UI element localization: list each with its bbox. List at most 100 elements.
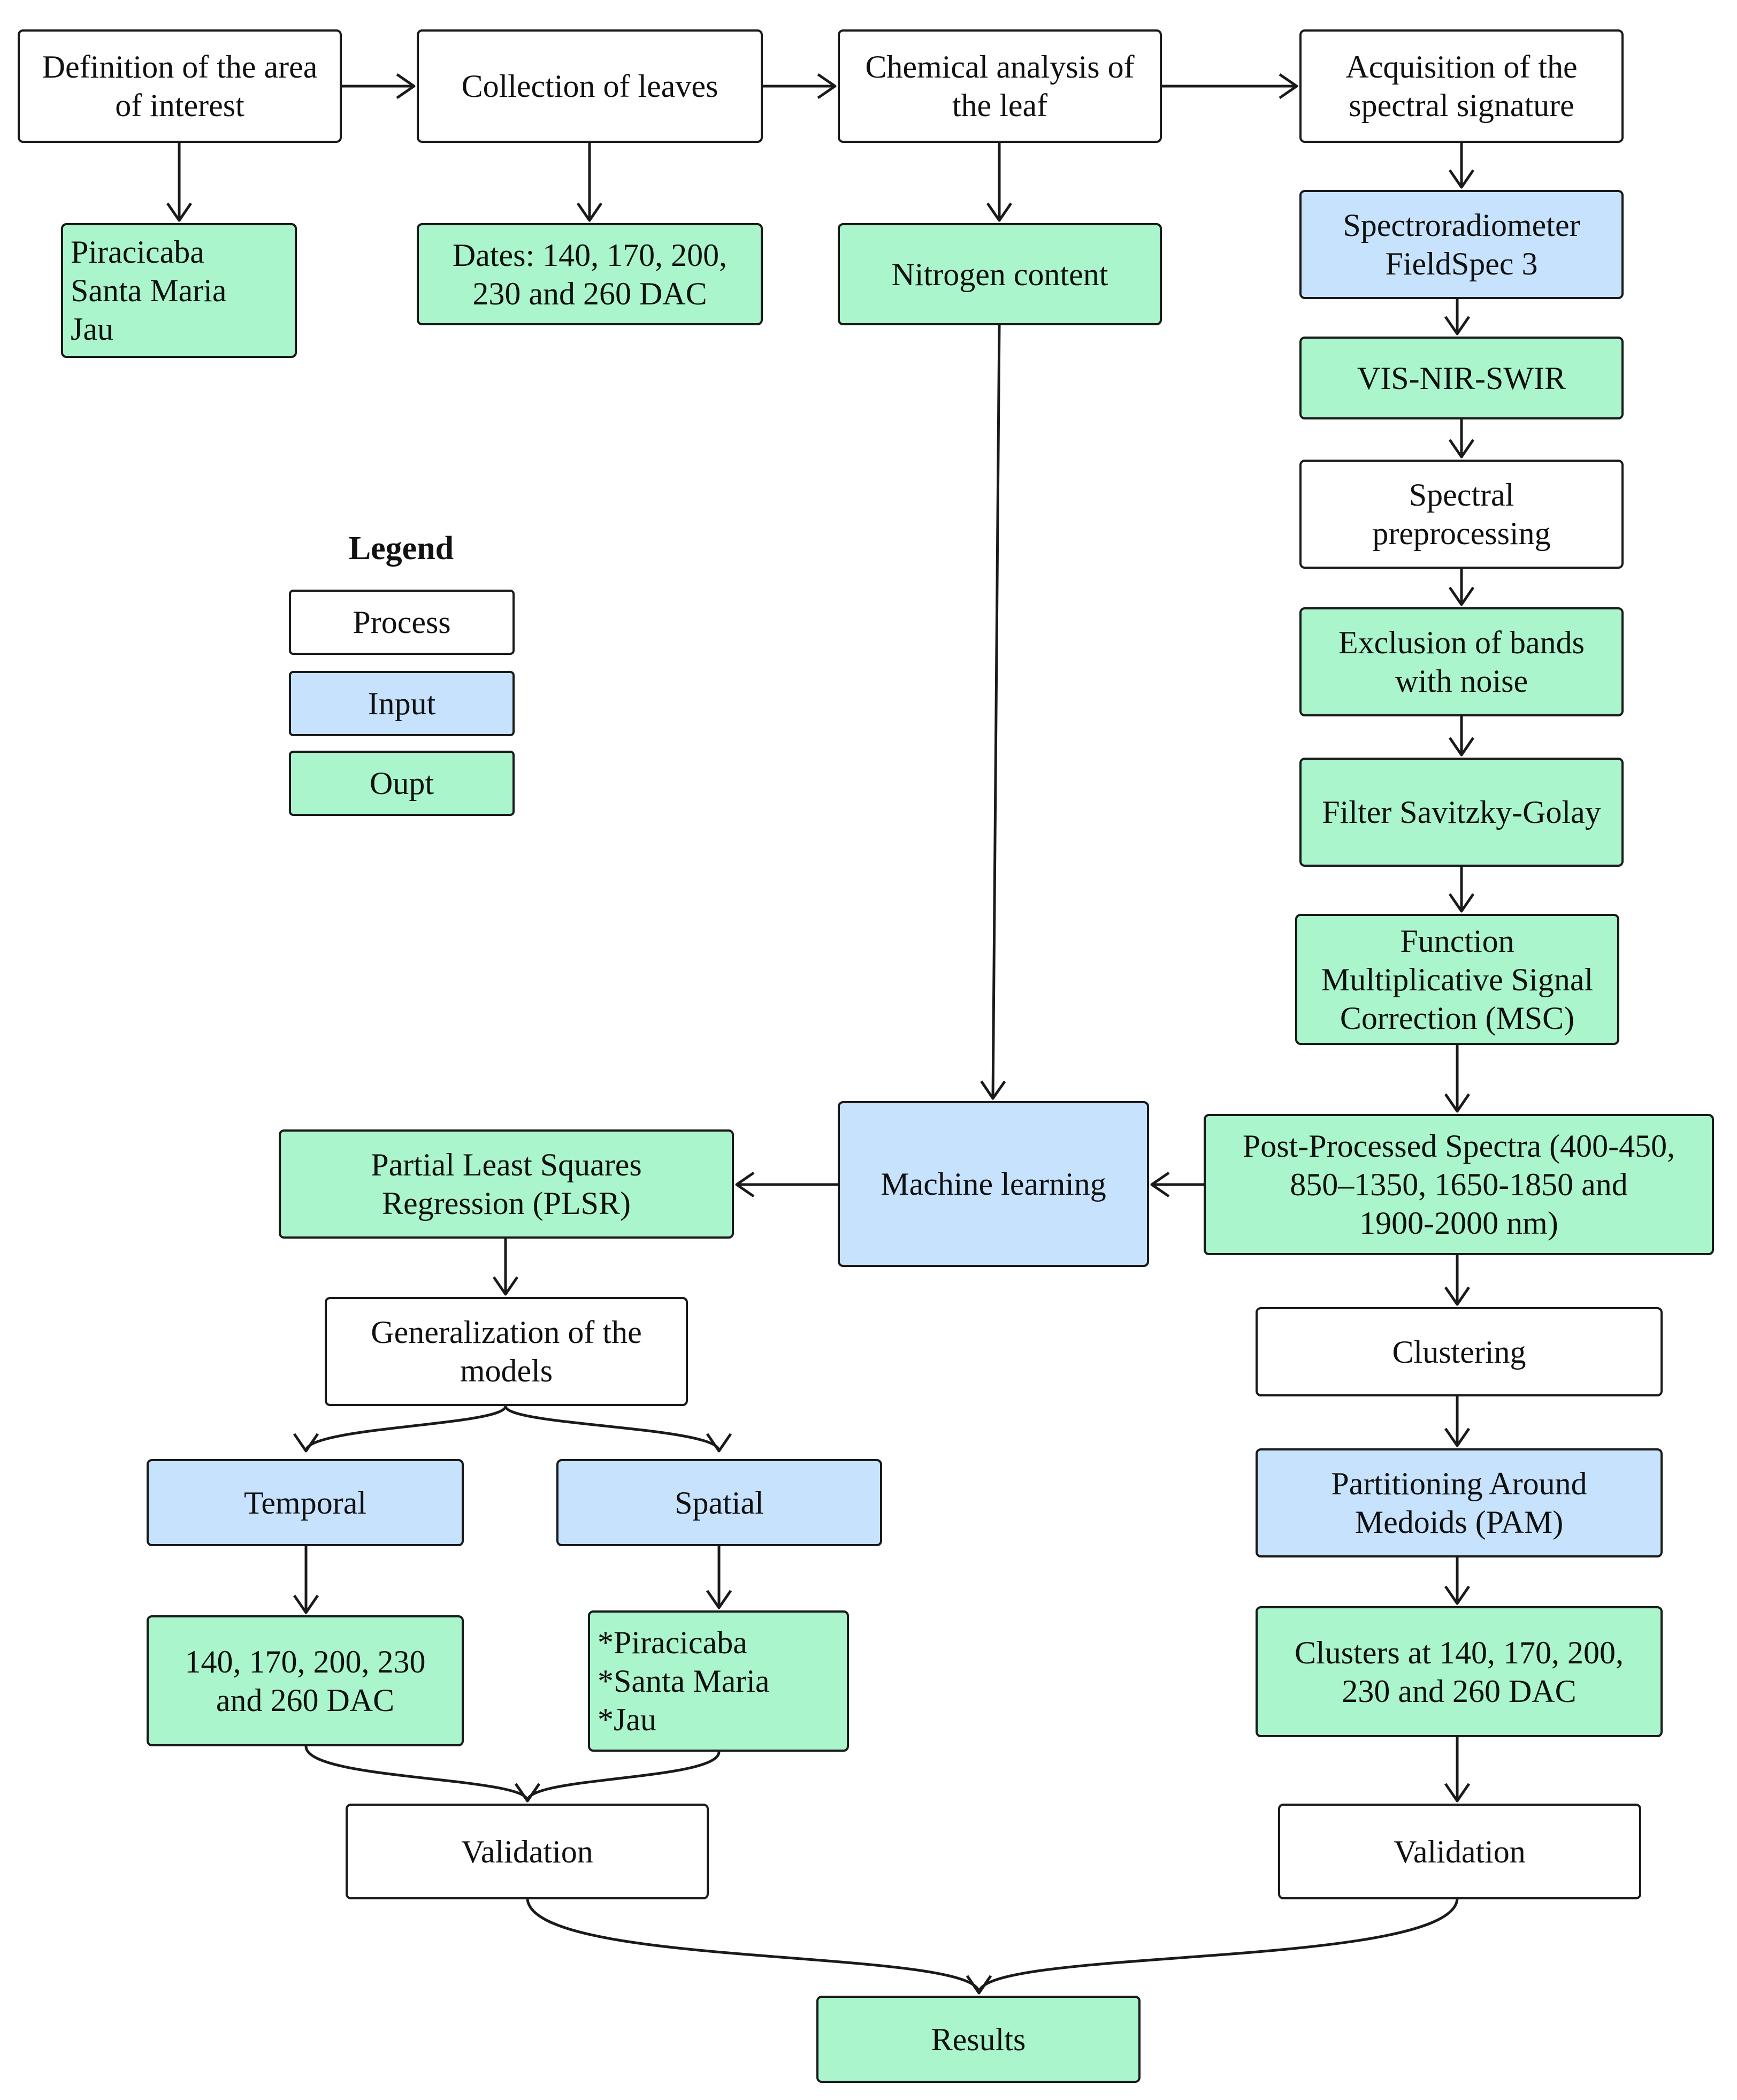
arrowhead-icon [966,1975,992,1995]
dates-line-2: 230 and 260 DAC [472,276,707,311]
exclusion-line-1: Exclusion of bands [1338,625,1585,660]
arrowhead-icon [1448,169,1475,189]
connector-nitrogen-to-ml [980,325,1006,1100]
connector-clusters-to-valid-right [1444,1737,1471,1803]
arrowhead-icon [576,202,603,222]
node-post-processed-spectra: Post-Processed Spectra (400-450,850–1350… [1204,1114,1714,1255]
visnir-line-1: VIS-NIR-SWIR [1357,360,1566,396]
arrowhead-icon [1279,73,1298,100]
valid-right-line-1: Validation [1394,1834,1526,1869]
chemical-line-1: Chemical analysis of [865,49,1135,85]
arrowhead-icon [1444,1093,1471,1113]
connector-visnir-to-preproc [1448,419,1475,459]
connector-savgol-to-msc [1448,867,1475,913]
acquisition-line-2: spectral signature [1349,88,1574,123]
legend-output-swatch: Oupt [289,751,515,816]
connector-pam-to-clusters [1444,1557,1471,1605]
def-area-line-1: Definition of the area [42,49,318,85]
connector-postproc-to-ml [1150,1171,1204,1198]
plsr-line-2: Regression (PLSR) [382,1186,631,1221]
msc-line-1: Function [1400,923,1514,959]
node-sites-spatial: *Piracicaba*Santa Maria*Jau [588,1610,849,1752]
pam-line-2: Medoids (PAM) [1355,1505,1564,1540]
results-line-1: Results [931,2021,1026,2057]
connector-spatial-to-sites2 [706,1546,732,1609]
msc-line-2: Multiplicative Signal [1321,961,1594,997]
dac-line-2: and 260 DAC [216,1682,395,1718]
connector-def-area-to-collection [342,73,416,100]
connector-ml-to-plsr [735,1171,838,1198]
general-line-2: models [460,1353,553,1388]
node-results: Results [816,1996,1141,2083]
arrowhead-icon [1150,1171,1170,1198]
connector-plsr-to-general [492,1239,519,1296]
node-vis-nir-swir: VIS-NIR-SWIR [1299,337,1624,419]
arrowhead-icon [492,1276,519,1296]
chemical-line-2: the leaf [952,88,1048,123]
postproc-line-2: 850–1350, 1650-1850 and [1290,1167,1628,1202]
pam-line-1: Partitioning Around [1331,1466,1587,1501]
node-collection-of-leaves: Collection of leaves [417,29,763,143]
connector-def-area-to-sites [166,143,193,222]
arrowhead-icon [166,202,193,222]
connector-exclusion-to-savgol [1448,716,1475,757]
legend-title: Legend [348,530,454,567]
arrowhead-icon [706,1590,732,1609]
spatial-line-1: Spatial [675,1485,764,1521]
arrowhead-icon [1448,893,1475,913]
connector-valid-right-to-results [966,1899,1459,1995]
arrowhead-icon [396,73,416,100]
connector-general-to-temporal [293,1406,507,1453]
dac-line-1: 140, 170, 200, 230 [185,1644,426,1679]
msc-line-3: Correction (MSC) [1340,1000,1575,1036]
node-clusters: Clusters at 140, 170, 200,230 and 260 DA… [1256,1606,1663,1737]
arrowhead-icon [706,1433,732,1453]
legend-input-swatch: Input [289,671,515,736]
connector-chemical-to-nitrogen [986,143,1013,222]
legend-input-label: Input [368,685,436,721]
sites2-line-2: *Santa Maria [598,1663,770,1699]
dates-line-1: Dates: 140, 170, 200, [452,237,728,273]
node-savitzky-golay: Filter Savitzky-Golay [1299,758,1624,867]
sites2-line-3: *Jau [598,1702,656,1737]
connector-preproc-to-exclusion [1448,569,1475,606]
node-validation-left: Validation [346,1804,709,1899]
spectro-line-1: Spectroradiometer [1343,208,1580,243]
savgol-line-1: Filter Savitzky-Golay [1322,795,1601,830]
arrowhead-icon [293,1594,319,1614]
connector-postproc-to-clustering [1444,1255,1471,1306]
arrowhead-icon [514,1783,541,1803]
arrowhead-icon [1444,1286,1471,1306]
node-clustering: Clustering [1256,1307,1663,1396]
connector-msc-to-postproc [1444,1045,1471,1113]
sites-line-2: Santa Maria [71,273,227,308]
general-line-1: Generalization of the [371,1315,642,1350]
legend-process-label: Process [353,604,451,640]
plsr-line-1: Partial Least Squares [371,1147,642,1182]
nitrogen-line-1: Nitrogen content [891,256,1108,292]
sites2-line-1: *Piracicaba [598,1625,747,1660]
node-validation-right: Validation [1278,1804,1641,1899]
node-dates: Dates: 140, 170, 200,230 and 260 DAC [417,223,763,325]
clustering-line-1: Clustering [1392,1334,1526,1370]
legend-process-swatch: Process [289,590,515,655]
postproc-line-1: Post-Processed Spectra (400-450, [1242,1128,1675,1164]
postproc-line-3: 1900-2000 nm) [1359,1205,1558,1241]
arrowhead-icon [817,73,837,100]
connector-valid-left-to-results [526,1899,992,1995]
collection-line-1: Collection of leaves [461,68,718,104]
ml-line-1: Machine learning [881,1166,1106,1202]
arrowhead-icon [1448,439,1475,459]
